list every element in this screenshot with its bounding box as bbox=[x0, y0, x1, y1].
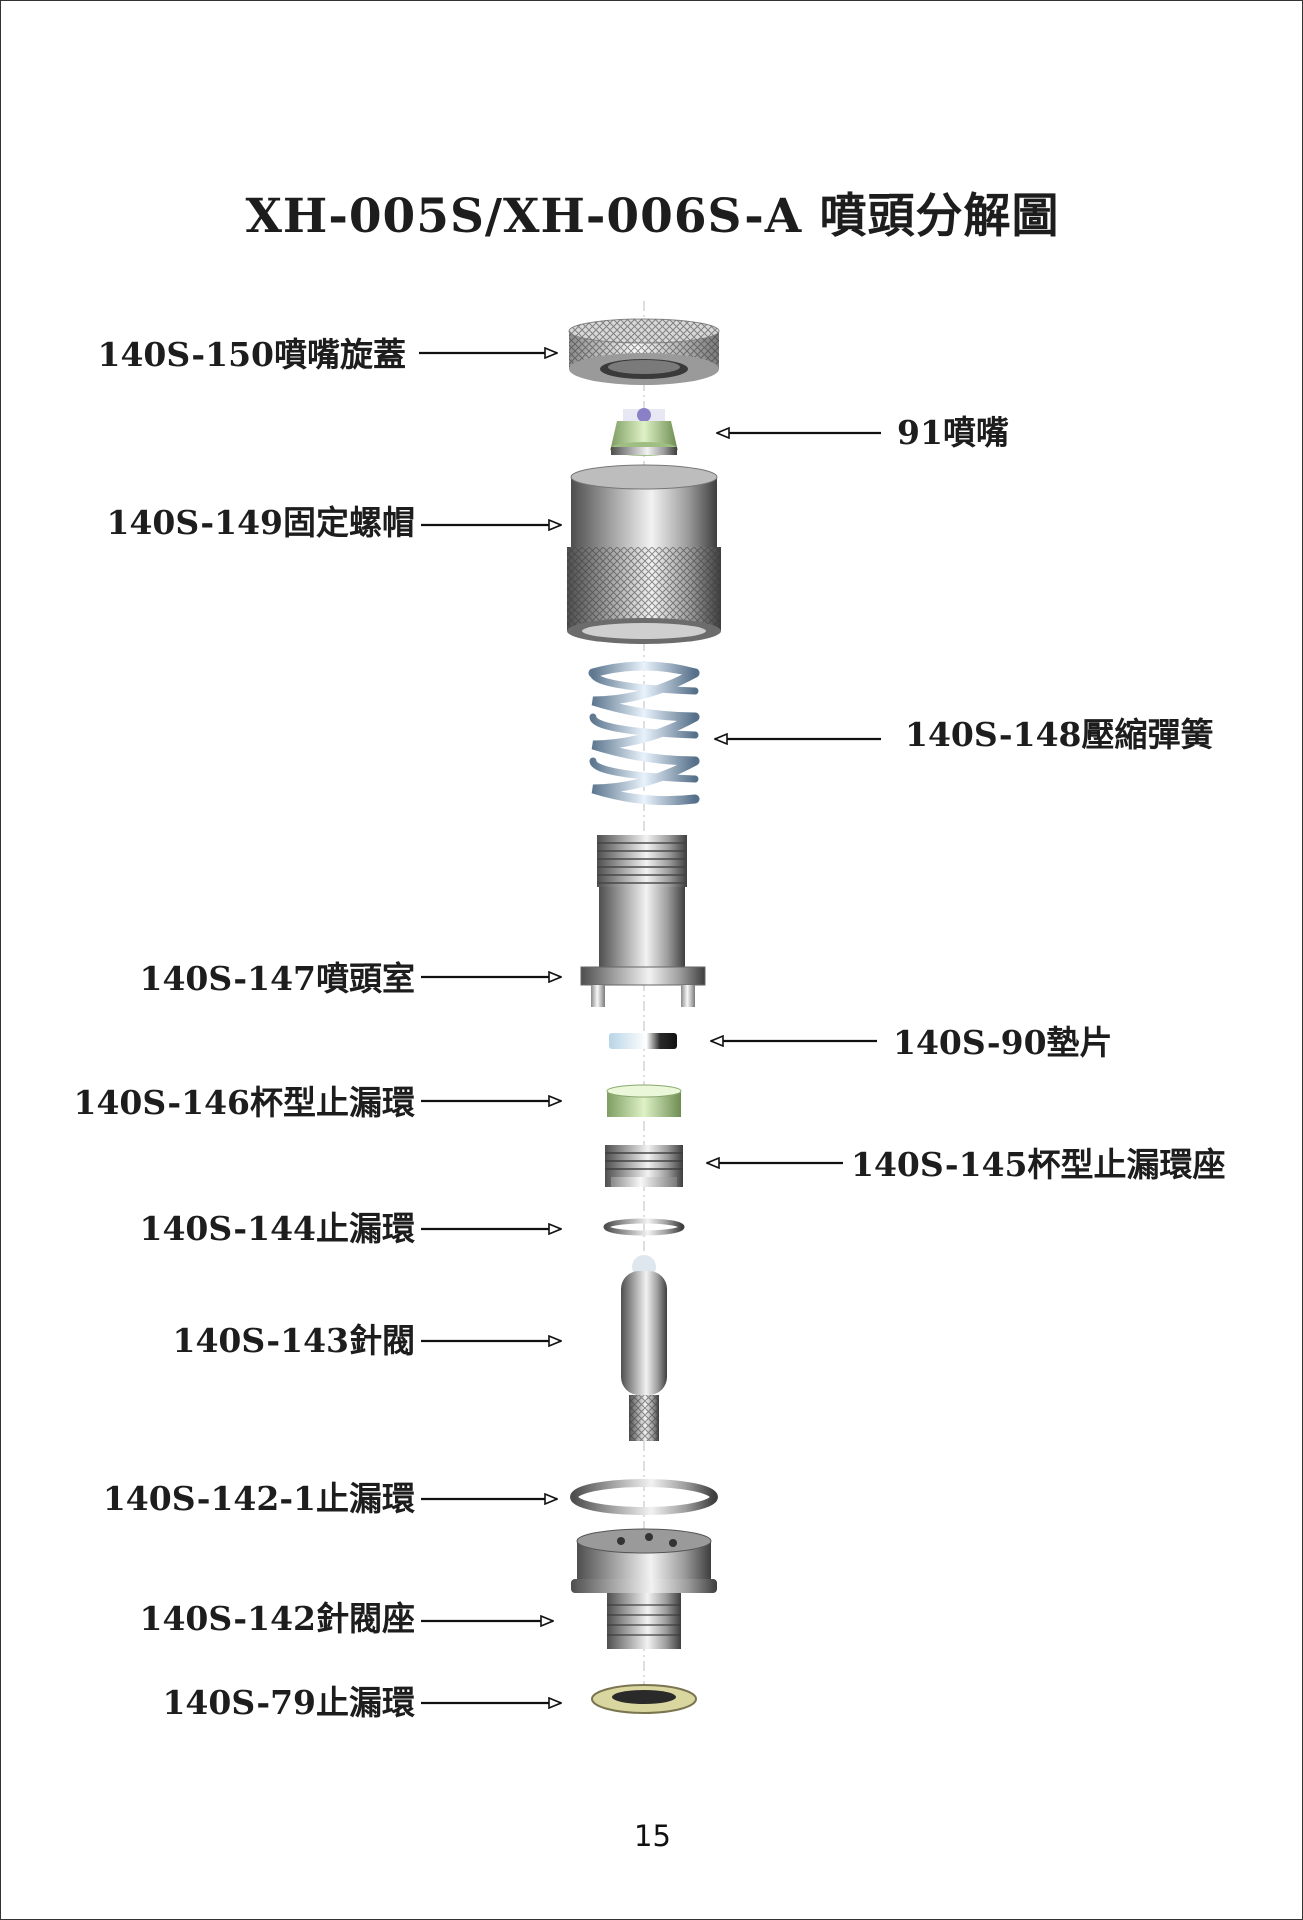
label-needle-valve: 140S-143針閥 bbox=[172, 1321, 415, 1360]
part-nozzle-chamber bbox=[580, 835, 706, 1007]
label-nozzle-chamber: 140S-147噴頭室 bbox=[139, 959, 415, 998]
part-fixing-nut bbox=[567, 464, 721, 644]
part-seal-ring-142-1 bbox=[570, 1479, 718, 1515]
label-compression-spring: 140S-148壓縮彈簧 bbox=[905, 715, 1214, 754]
label-nozzle-cap: 140S-150噴嘴旋蓋 bbox=[97, 335, 406, 374]
part-compression-spring bbox=[588, 661, 700, 806]
label-needle-valve-seat: 140S-142針閥座 bbox=[139, 1599, 415, 1638]
part-needle-valve-seat bbox=[571, 1528, 717, 1649]
label-seal-ring-144: 140S-144止漏環 bbox=[139, 1209, 415, 1248]
label-fixing-nut: 140S-149固定螺帽 bbox=[106, 503, 415, 542]
label-cup-seal: 140S-146杯型止漏環 bbox=[73, 1083, 415, 1122]
part-nozzle bbox=[610, 408, 678, 456]
label-cup-seal-seat: 140S-145杯型止漏環座 bbox=[851, 1145, 1226, 1184]
page-number: 15 bbox=[634, 1819, 671, 1853]
part-cup-seal-seat bbox=[605, 1145, 683, 1187]
label-washer: 140S-90墊片 bbox=[893, 1023, 1113, 1062]
part-seal-ring-79 bbox=[591, 1684, 697, 1714]
part-nozzle-cap bbox=[568, 318, 720, 385]
label-seal-ring-79: 140S-79止漏環 bbox=[162, 1683, 415, 1722]
part-seal-ring-144 bbox=[603, 1218, 685, 1236]
label-nozzle: 91噴嘴 bbox=[897, 413, 1009, 452]
page-title: XH-005S/XH-006S-A 噴頭分解圖 bbox=[245, 189, 1060, 244]
part-washer bbox=[609, 1033, 677, 1049]
part-needle-valve bbox=[621, 1255, 667, 1441]
label-seal-ring-142-1: 140S-142-1止漏環 bbox=[102, 1479, 415, 1518]
part-cup-seal bbox=[606, 1084, 682, 1117]
